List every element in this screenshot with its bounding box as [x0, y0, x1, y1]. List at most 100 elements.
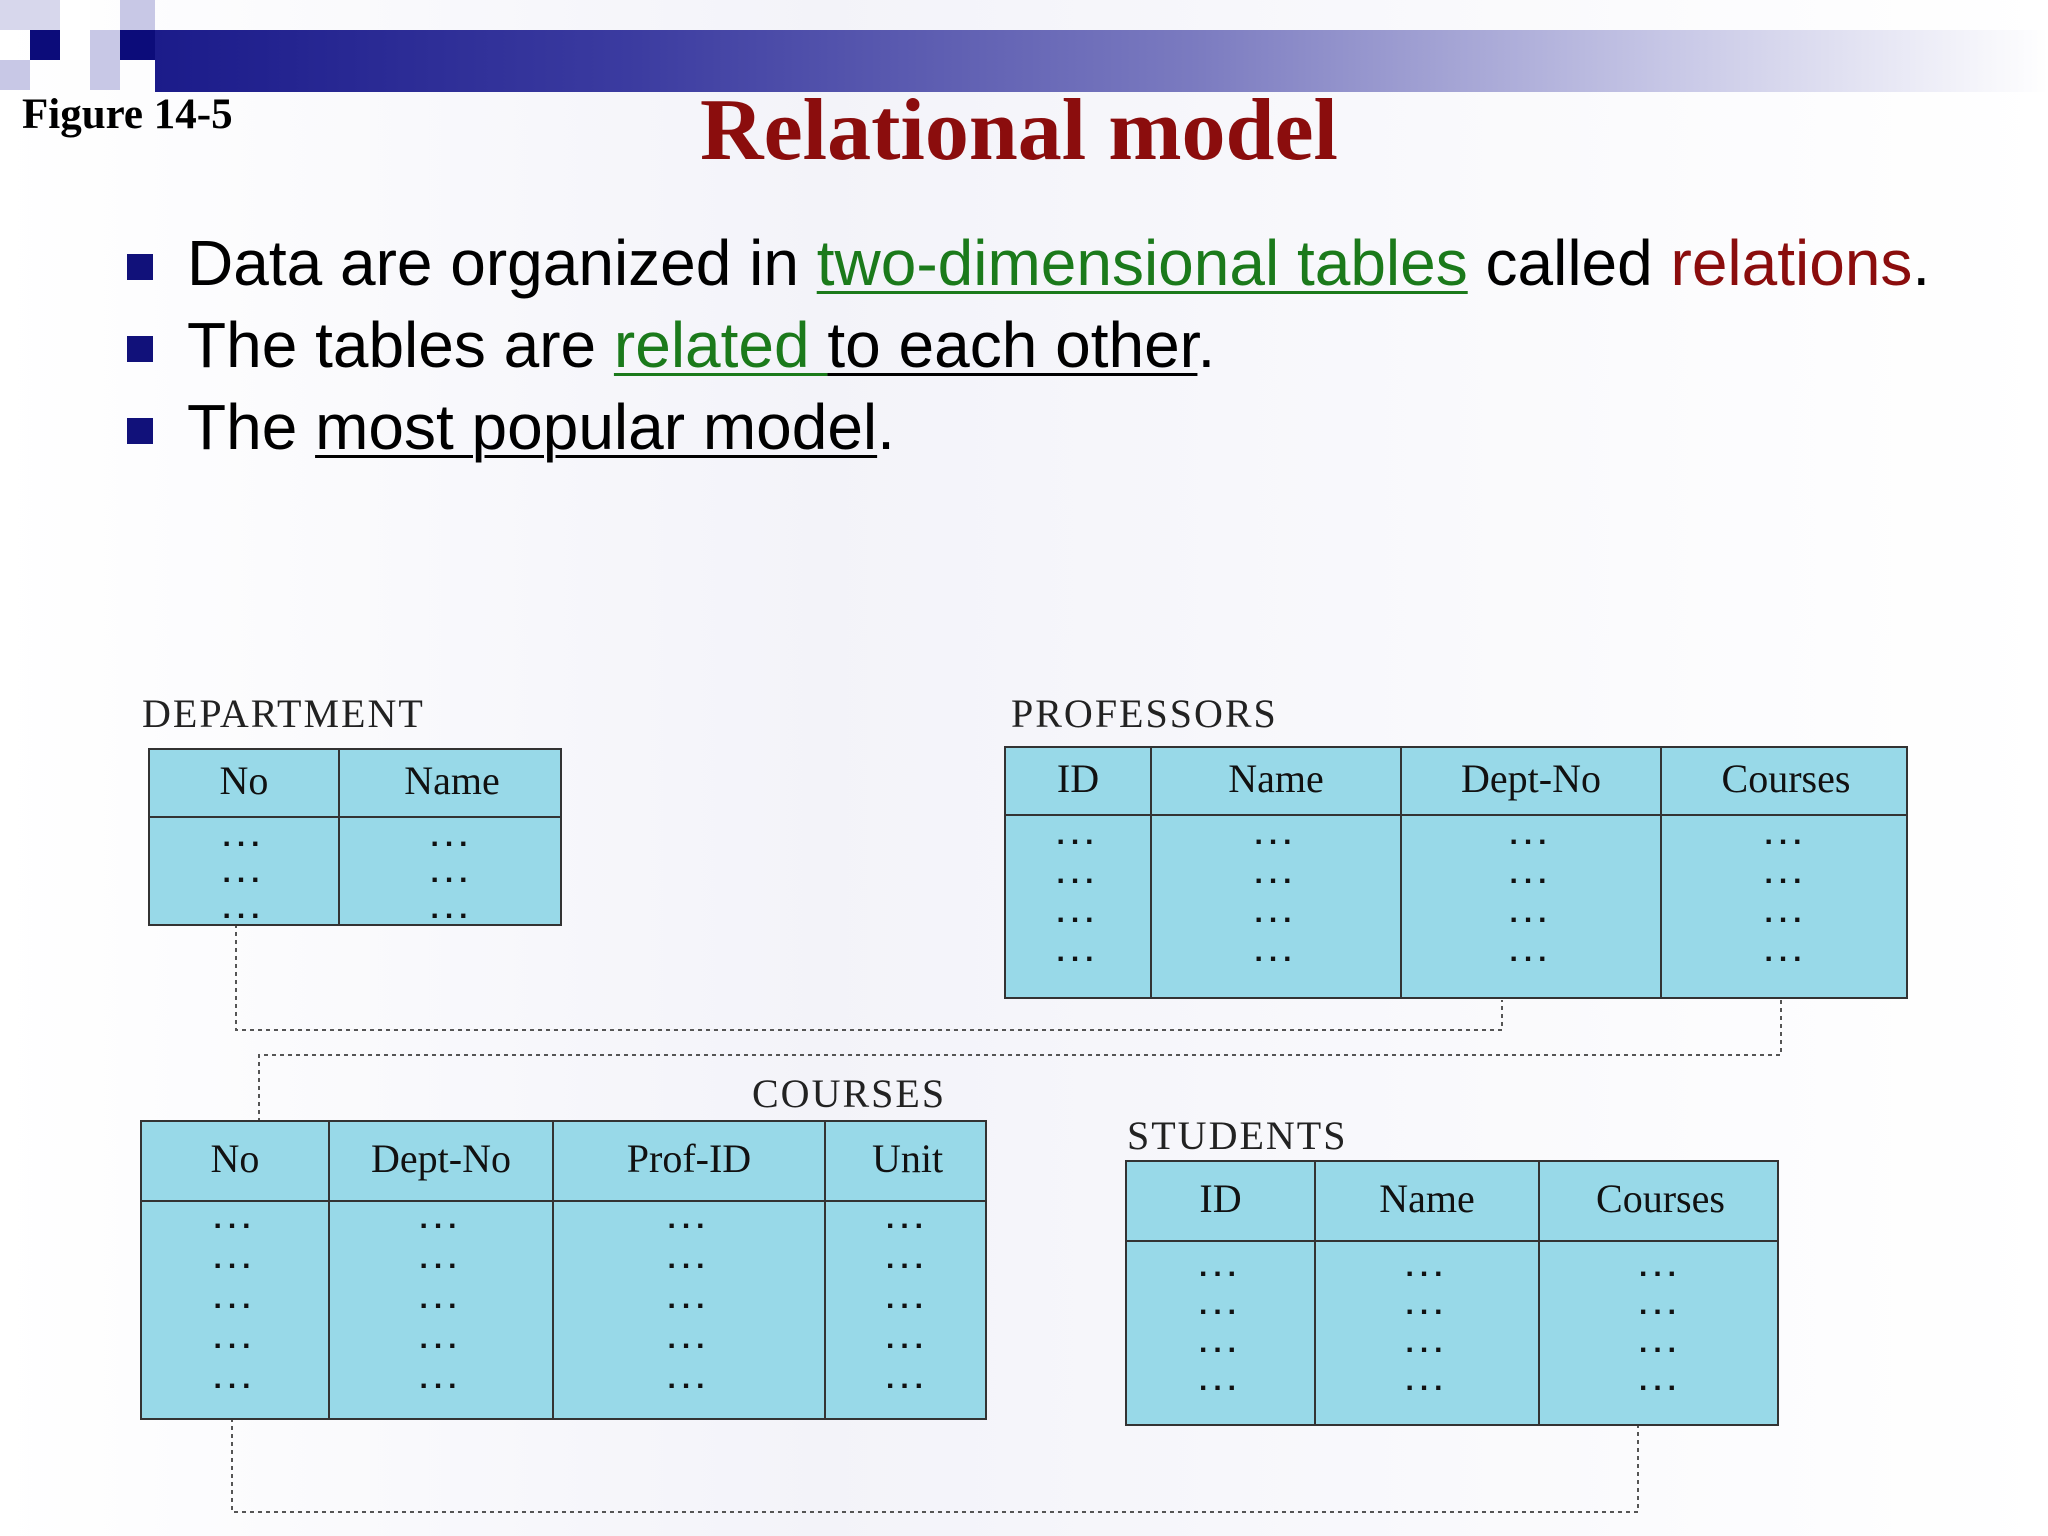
ellipsis-placeholder: ... [1254, 818, 1298, 851]
ellipsis-placeholder: ... [885, 1202, 929, 1235]
ellipsis-placeholder: ... [1254, 896, 1298, 929]
ellipsis-placeholder: ... [419, 1202, 463, 1235]
ellipsis-placeholder: ... [1056, 896, 1100, 929]
bullet-text-segment: Data are organized in [187, 227, 817, 299]
ellipsis-placeholder: ... [213, 1322, 257, 1355]
ellipsis-placeholder: ... [430, 820, 474, 853]
table-column-name: Name............ [1152, 748, 1402, 997]
bullet-text-segment: relations [1670, 227, 1913, 299]
square-bullet-icon [127, 336, 153, 362]
column-header: Unit [871, 1136, 944, 1181]
table-name-courses: COURSES [752, 1071, 947, 1116]
column-header: Prof-ID [626, 1136, 752, 1181]
ellipsis-placeholder: ... [1638, 1326, 1682, 1359]
table-column-unit: Unit............... [826, 1122, 989, 1418]
bullet-item: Data are organized in two-dimensional ta… [125, 230, 1945, 296]
header-square [90, 60, 120, 90]
ellipsis-placeholder: ... [667, 1202, 711, 1235]
ellipsis-placeholder: ... [222, 820, 266, 853]
column-header: No [210, 1136, 260, 1181]
figure-label: Figure 14-5 [22, 91, 233, 138]
ellipsis-placeholder: ... [885, 1242, 929, 1275]
ellipsis-placeholder: ... [885, 1362, 929, 1395]
ellipsis-placeholder: ... [667, 1282, 711, 1315]
ellipsis-placeholder: ... [222, 892, 266, 925]
table-name-students: STUDENTS [1127, 1113, 1348, 1158]
table-header-row [142, 1122, 985, 1202]
ellipsis-placeholder: ... [1198, 1250, 1242, 1283]
connector-department-professors [235, 924, 1503, 1031]
ellipsis-placeholder: ... [667, 1242, 711, 1275]
bullet-item: The most popular model. [125, 394, 1945, 460]
ellipsis-placeholder: ... [430, 856, 474, 889]
ellipsis-placeholder: ... [222, 856, 266, 889]
ellipsis-placeholder: ... [419, 1282, 463, 1315]
column-header: Dept-No [1461, 756, 1601, 801]
table-header-row [1006, 748, 1906, 816]
column-header: Name [1228, 756, 1324, 801]
bullet-text-segment: . [877, 391, 895, 463]
bullet-list: Data are organized in two-dimensional ta… [125, 230, 1945, 476]
ellipsis-placeholder: ... [1254, 857, 1298, 890]
table-name-professors: PROFESSORS [1011, 691, 1278, 736]
ellipsis-placeholder: ... [430, 892, 474, 925]
ellipsis-placeholder: ... [885, 1282, 929, 1315]
ellipsis-placeholder: ... [1198, 1364, 1242, 1397]
table-column-courses: Courses............ [1662, 748, 1910, 997]
ellipsis-placeholder: ... [1405, 1288, 1449, 1321]
ellipsis-placeholder: ... [213, 1362, 257, 1395]
table-column-prof-id: Prof-ID............... [554, 1122, 826, 1418]
bullet-text-segment: related [613, 309, 828, 381]
table-column-dept-no: Dept-No............ [1402, 748, 1662, 997]
header-gradient-bar [155, 30, 2048, 92]
table-column-name: Name............ [1316, 1162, 1540, 1424]
bullet-text-segment: . [1197, 309, 1216, 381]
bullet-text-segment: The [187, 391, 316, 463]
ellipsis-placeholder: ... [419, 1322, 463, 1355]
ellipsis-placeholder: ... [1764, 857, 1808, 890]
ellipsis-placeholder: ... [885, 1322, 929, 1355]
column-header: ID [1056, 756, 1100, 801]
square-bullet-icon [127, 254, 153, 280]
table-column-id: ID............ [1127, 1162, 1316, 1424]
bullet-text-segment: The tables are [187, 309, 614, 381]
table-column-no: No............... [142, 1122, 330, 1418]
ellipsis-placeholder: ... [419, 1362, 463, 1395]
ellipsis-placeholder: ... [1405, 1250, 1449, 1283]
ellipsis-placeholder: ... [1509, 818, 1553, 851]
ellipsis-placeholder: ... [213, 1242, 257, 1275]
bullet-text-segment: most popular model [315, 391, 878, 463]
ellipsis-placeholder: ... [213, 1202, 257, 1235]
ellipsis-placeholder: ... [1509, 857, 1553, 890]
table-column-courses: Courses............ [1540, 1162, 1781, 1424]
column-header: ID [1199, 1176, 1242, 1221]
ellipsis-placeholder: ... [1198, 1288, 1242, 1321]
ellipsis-placeholder: ... [1198, 1326, 1242, 1359]
table-header-row [1127, 1162, 1777, 1242]
ellipsis-placeholder: ... [1764, 935, 1808, 968]
ellipsis-placeholder: ... [667, 1322, 711, 1355]
column-header: Dept-No [371, 1136, 511, 1181]
header-square [0, 0, 60, 30]
table-courses: No...............Dept-No...............P… [140, 1120, 987, 1420]
header-square [120, 0, 155, 30]
table-professors: ID............Name............Dept-No...… [1004, 746, 1908, 999]
bullet-item: The tables are related to each other. [125, 312, 1945, 378]
table-students: ID............Name............Courses...… [1125, 1160, 1779, 1426]
ellipsis-placeholder: ... [1509, 896, 1553, 929]
column-header: Courses [1721, 756, 1851, 801]
column-header: Courses [1596, 1176, 1725, 1221]
table-header-row [150, 750, 560, 818]
header-square [0, 60, 30, 90]
header-square [30, 30, 60, 60]
bullet-text-segment: two-dimensional tables [816, 227, 1468, 299]
ellipsis-placeholder: ... [419, 1242, 463, 1275]
ellipsis-placeholder: ... [1509, 935, 1553, 968]
column-header: No [219, 758, 269, 803]
connector-professors-courses [258, 1000, 1782, 1120]
bullet-text-segment: called [1467, 227, 1671, 299]
table-department: No.........Name......... [148, 748, 562, 926]
table-column-dept-no: Dept-No............... [330, 1122, 554, 1418]
ellipsis-placeholder: ... [1638, 1364, 1682, 1397]
table-column-id: ID............ [1006, 748, 1152, 997]
